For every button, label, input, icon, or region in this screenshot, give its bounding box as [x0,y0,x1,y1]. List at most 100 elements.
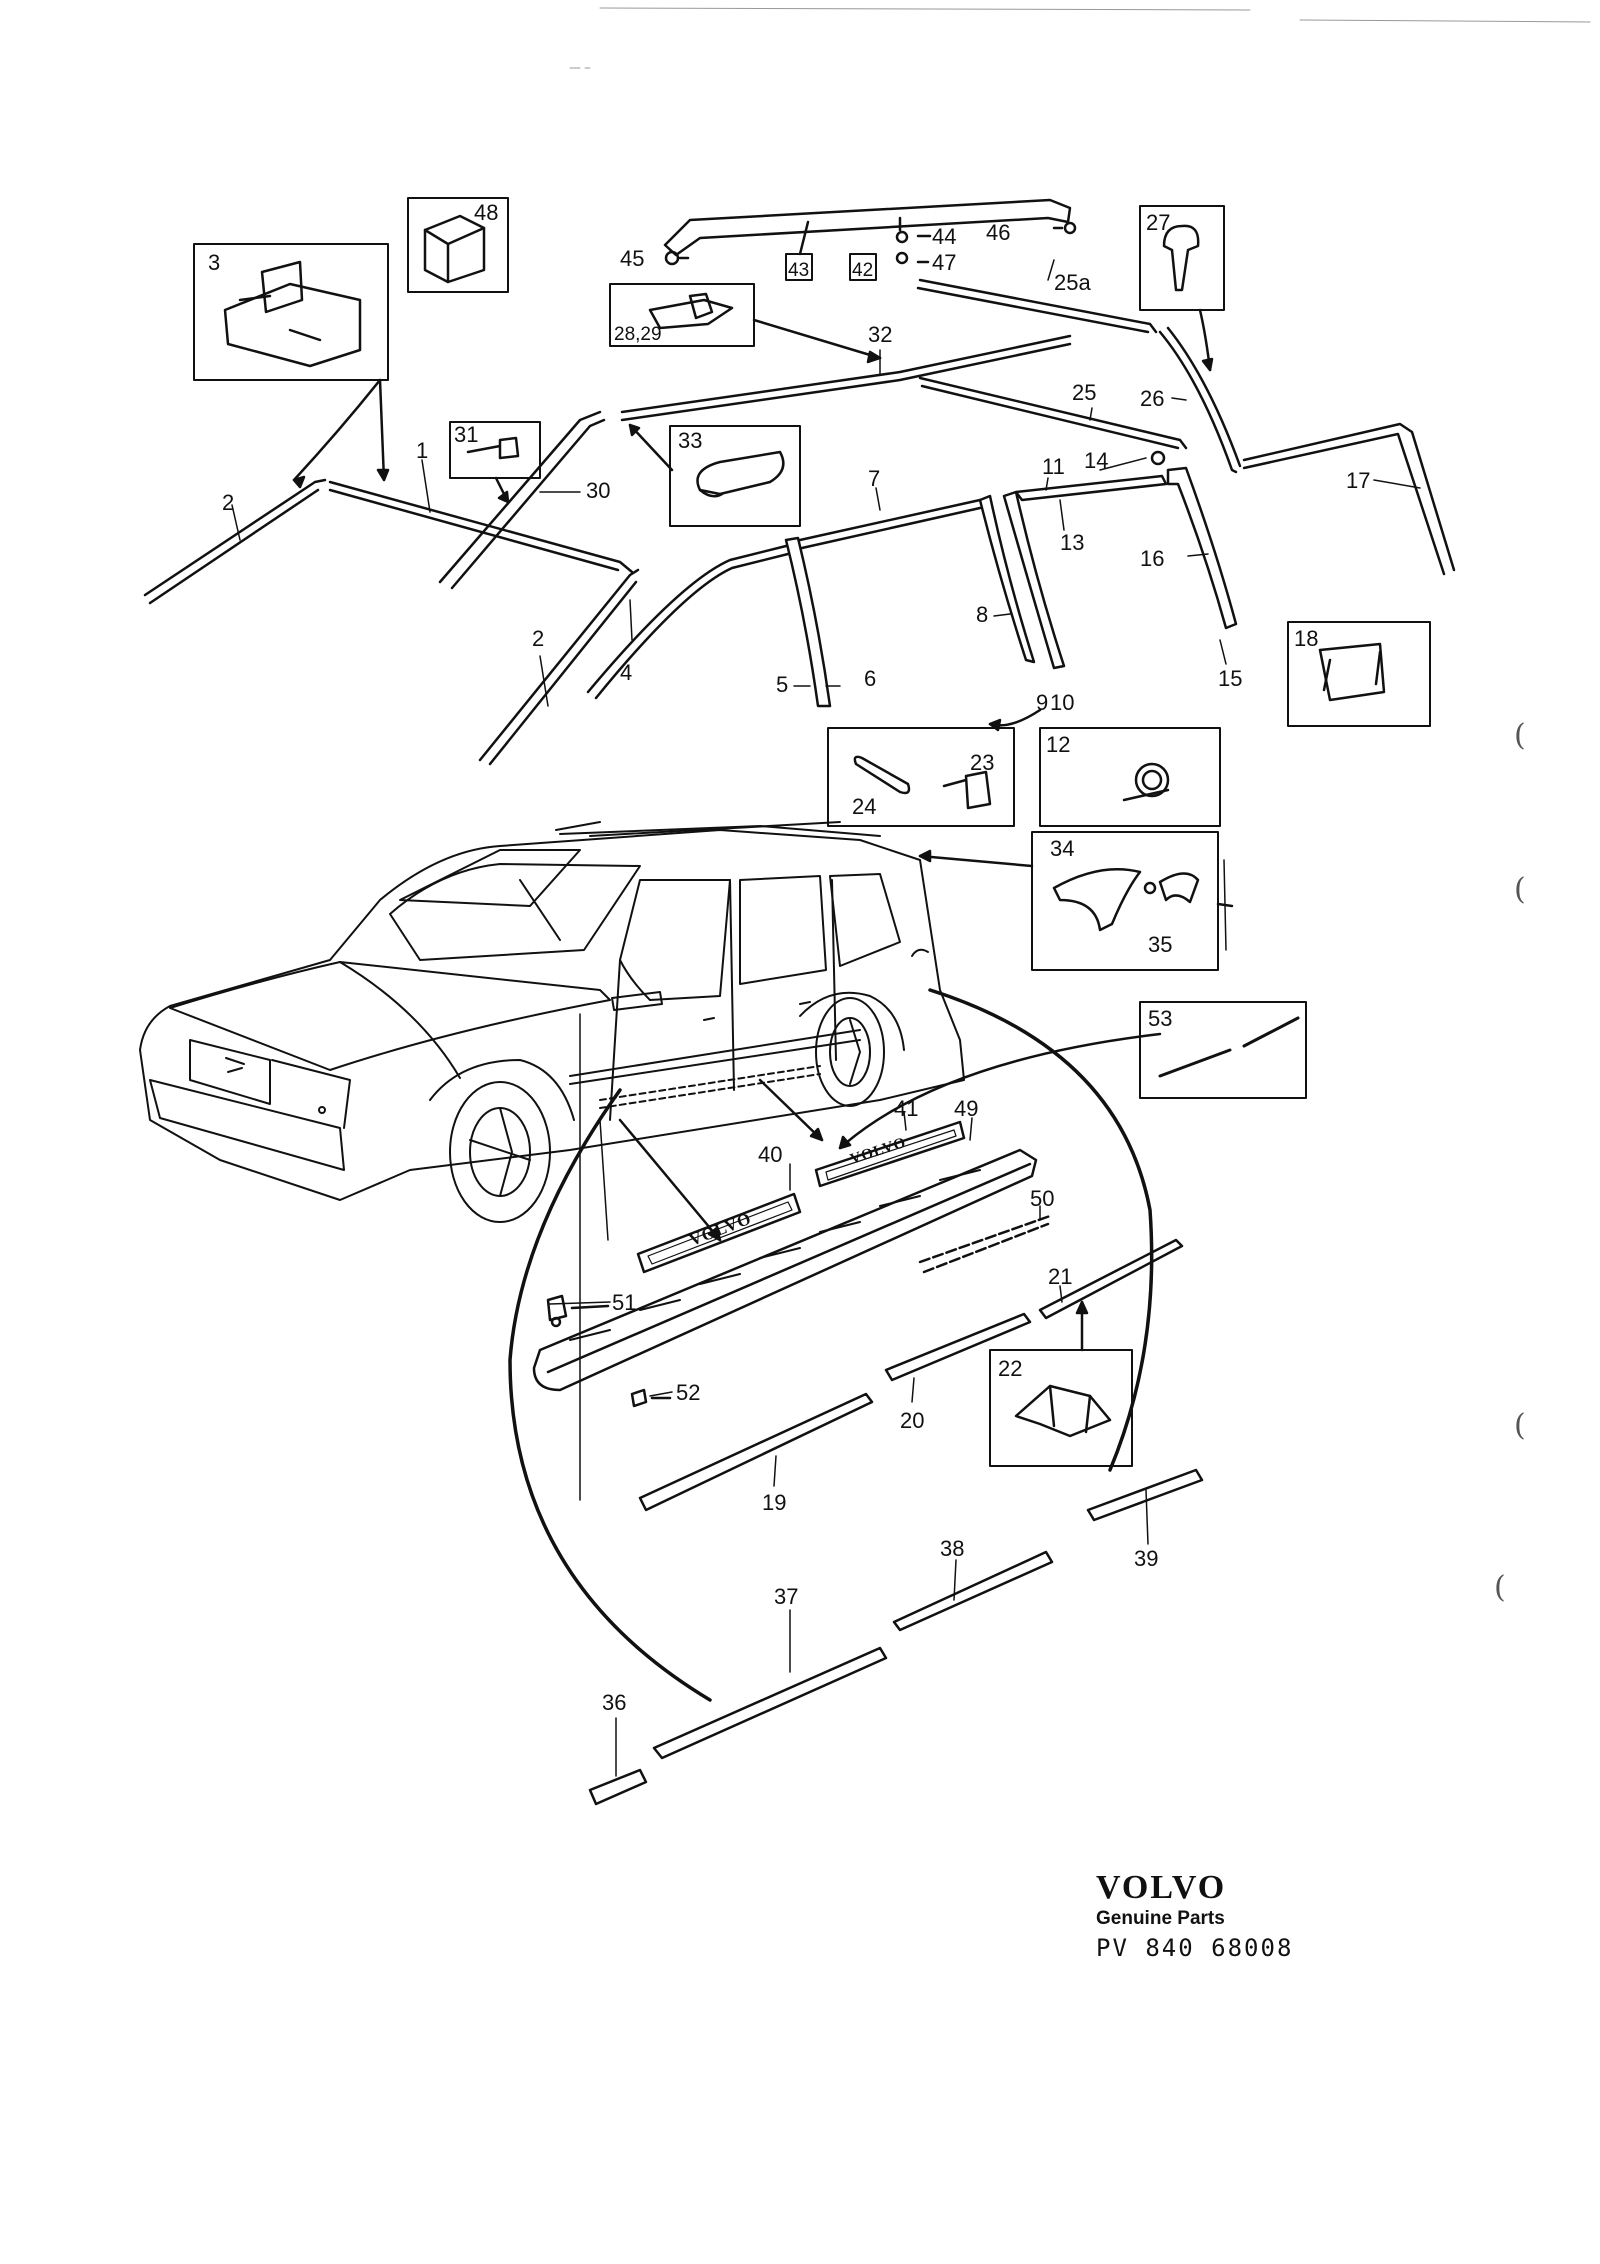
label-2b: 2 [532,626,544,651]
label-36: 36 [602,1690,626,1715]
label-46: 46 [986,220,1010,245]
part-4 [586,544,790,700]
inset-part-33 [669,425,801,527]
part-9-10 [1002,490,1066,670]
part-32 [620,334,1072,422]
label-9: 9 [1036,690,1048,715]
label-3: 3 [208,250,220,275]
brand-logo: VOLVO [1096,1869,1227,1906]
label-7: 7 [868,466,880,491]
inset-part-23-24 [827,727,1015,827]
label-25: 25 [1072,380,1096,405]
part-43-roof-rail [663,198,1072,257]
part-2-lower [478,568,640,766]
leader-3 [292,378,386,482]
label-39: 39 [1134,1546,1158,1571]
part-labels: 3 48 2 1 31 30 2 4 33 45 43 42 44 47 46 … [208,200,1370,1715]
leader-curve-left [508,1088,712,1702]
label-14: 14 [1084,448,1108,473]
part-21 [1038,1238,1184,1320]
label-12: 12 [1046,732,1070,757]
label-42: 42 [852,260,873,281]
edge-mark: ( [1514,718,1526,753]
part-39 [1086,1468,1204,1522]
inset-part-12 [1039,727,1221,827]
part-8 [978,494,1036,664]
part-25 [918,376,1188,450]
part-17 [1242,422,1456,576]
label-49: 49 [954,1096,978,1121]
inset-part-34-35 [1031,831,1234,971]
label-47: 47 [932,250,956,275]
drawing-code: PV 840 68008 [1096,1934,1294,1962]
label-44: 44 [932,224,956,249]
part-37 [652,1646,888,1760]
label-50: 50 [1030,1186,1054,1211]
label-31: 31 [454,422,478,447]
part-41-sill-badge [814,1120,966,1188]
car-illustration [139,821,965,1223]
label-41: 41 [894,1096,918,1121]
label-33: 33 [678,428,702,453]
label-43: 43 [788,260,809,281]
label-17: 17 [1346,468,1370,493]
inset-part-22 [989,1349,1133,1467]
label-21: 21 [1048,1264,1072,1289]
part-50 [918,1214,1052,1274]
label-51: 51 [612,1290,636,1315]
label-19: 19 [762,1490,786,1515]
part-11-13 [1014,474,1168,502]
label-4: 4 [620,660,632,685]
label-13: 13 [1060,530,1084,555]
part-51-clip [546,1294,610,1328]
label-45: 45 [620,246,644,271]
label-2a: 2 [222,490,234,515]
label-15: 15 [1218,666,1242,691]
label-leaders [231,259,1421,1777]
part-38 [892,1550,1054,1632]
edge-mark: ( [1494,1570,1506,1605]
inset-part-28-29 [609,283,755,347]
brand-block: VOLVO Genuine Parts PV 840 68008 [1096,1869,1294,1963]
label-11: 11 [1042,454,1065,479]
label-35: 35 [1148,932,1172,957]
label-40: 40 [758,1142,782,1167]
label-25a: 25a [1054,270,1091,295]
label-18: 18 [1294,626,1318,651]
part-30 [438,410,606,590]
label-37: 37 [774,1584,798,1609]
edge-mark: ( [1514,1408,1526,1443]
brand-tagline: Genuine Parts [1096,1908,1225,1929]
label-16: 16 [1140,546,1164,571]
inset-part-18 [1287,621,1431,727]
label-2829: 28,29 [614,324,662,345]
part-7 [798,498,982,550]
part-15-16 [1166,466,1238,630]
part-1 [328,480,634,574]
part-49-50-sill-panel [532,1148,1038,1392]
part-26 [1158,326,1242,474]
edge-mark: ( [1514,872,1526,907]
label-27: 27 [1146,210,1170,235]
label-30: 30 [586,478,610,503]
label-48: 48 [474,200,498,225]
leader-curve-right [928,988,1154,1472]
part-40-sill-badge [636,1192,802,1274]
part-2-upper [143,478,327,605]
part-5-6 [784,536,832,708]
part-25a [916,278,1158,334]
inset-part-3 [193,243,389,381]
part-19 [638,1392,874,1512]
part-20 [884,1312,1032,1382]
part-52-clip [630,1388,672,1408]
scan-noise [569,7,1591,69]
label-24: 24 [852,794,876,819]
label-34: 34 [1050,836,1074,861]
label-8: 8 [976,602,988,627]
label-22: 22 [998,1356,1022,1381]
inset-part-53 [1139,1001,1307,1099]
label-52: 52 [676,1380,700,1405]
inset-part-48 [407,197,509,293]
label-38: 38 [940,1536,964,1561]
